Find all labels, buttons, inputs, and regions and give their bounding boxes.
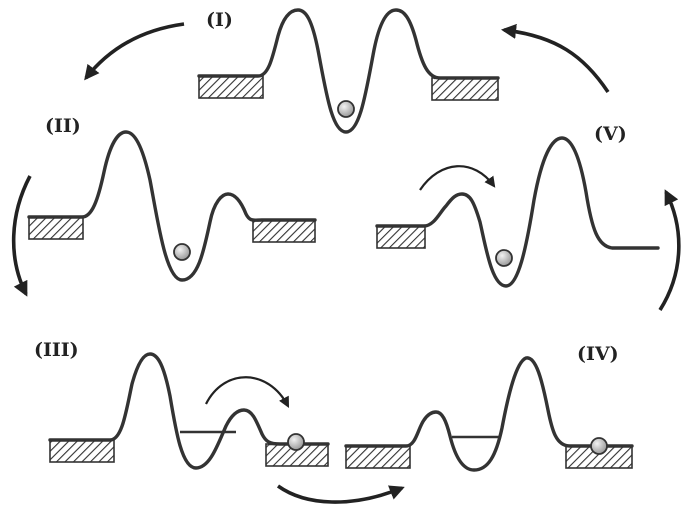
stage-3: (III) bbox=[34, 339, 328, 468]
stage-1: (I) bbox=[199, 9, 498, 132]
cycle-arrow-ii-to-iii bbox=[14, 176, 30, 294]
stage-4: (IV) bbox=[346, 343, 632, 470]
potential-curve bbox=[29, 132, 315, 280]
right-reservoir bbox=[432, 78, 498, 100]
stage-label-5: (V) bbox=[594, 123, 627, 145]
stage-label-3: (III) bbox=[34, 339, 79, 361]
cycle-arrow-i-to-ii bbox=[86, 24, 184, 78]
tunnel-arrow bbox=[206, 377, 288, 406]
left-reservoir bbox=[29, 217, 83, 239]
stage-label-4: (IV) bbox=[577, 343, 619, 365]
stage-5: (V) bbox=[377, 123, 658, 286]
cycle-arrow-v-to-i bbox=[504, 30, 608, 92]
left-reservoir bbox=[199, 76, 263, 98]
tunnel-arrow bbox=[420, 166, 494, 190]
left-reservoir bbox=[377, 226, 425, 248]
cycle-arrows bbox=[14, 24, 679, 502]
electron-ball bbox=[288, 434, 304, 450]
right-reservoir bbox=[253, 220, 315, 242]
electron-ball bbox=[591, 438, 607, 454]
stage-2: (II) bbox=[29, 115, 315, 280]
electron-ball bbox=[496, 250, 512, 266]
stage-label-1: (I) bbox=[206, 9, 233, 31]
potential-curve bbox=[377, 138, 658, 286]
left-reservoir bbox=[346, 446, 410, 468]
cycle-arrow-iii-to-iv bbox=[278, 486, 402, 502]
electron-ball bbox=[338, 101, 354, 117]
electron-ball bbox=[174, 244, 190, 260]
cycle-arrow-iv-to-v bbox=[660, 192, 679, 310]
left-reservoir bbox=[50, 440, 114, 462]
stage-label-2: (II) bbox=[45, 115, 81, 137]
